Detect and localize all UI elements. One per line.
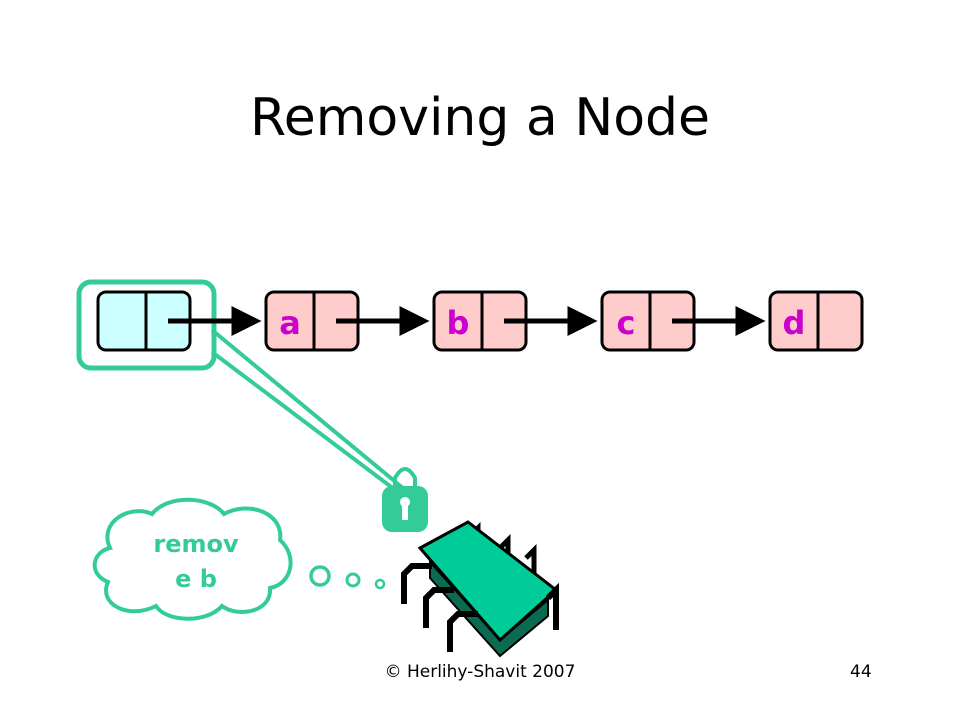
list-node-d: d: [768, 290, 864, 352]
thought-text-line1: remov: [153, 530, 239, 558]
list-node-a: a: [264, 290, 360, 352]
lock-highlight: [76, 279, 217, 371]
padlock-icon: [382, 467, 428, 532]
node-label: a: [279, 304, 301, 342]
lock-tether-line: [210, 350, 400, 494]
thought-cloud-icon: remov e b: [92, 497, 293, 621]
thought-bubble-dot: [345, 572, 361, 588]
thought-bubble-dot: [309, 565, 331, 587]
lock-tether-line: [210, 328, 406, 491]
thought-text-line2: e b: [175, 565, 217, 593]
page-number: 44: [850, 662, 872, 682]
footer-copyright: © Herlihy-Shavit 2007: [384, 662, 576, 682]
thought-bubble-dot: [374, 578, 386, 590]
slide-title: Removing a Node: [249, 88, 711, 148]
robot-chip-icon: [401, 520, 559, 658]
node-label: c: [617, 304, 636, 342]
node-label: d: [783, 304, 806, 342]
node-label: b: [447, 304, 470, 342]
